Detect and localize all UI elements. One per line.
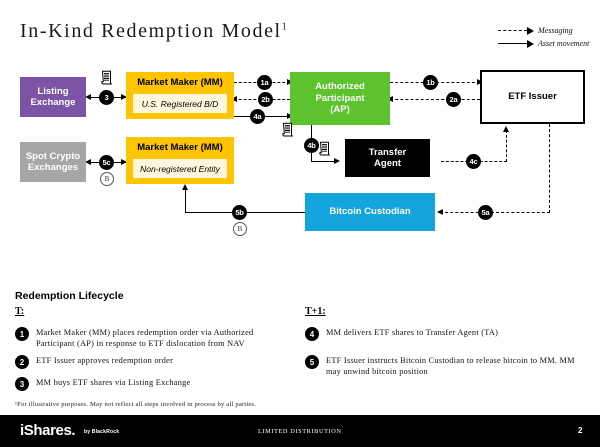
node-market-maker-nonregistered-subtitle: Non-registered Entity xyxy=(140,163,220,174)
connector-3-arrow-left xyxy=(85,93,91,100)
node-market-maker-bd-subtitle-box: U.S. Registered B/D xyxy=(133,94,227,113)
legend: Messaging Asset movement xyxy=(498,24,598,50)
legend-item-messaging: Messaging xyxy=(498,24,598,37)
lifecycle-step-5-number: 5 xyxy=(305,355,319,369)
badge-4a[interactable]: 4a xyxy=(250,109,265,124)
bitcoin-symbol-icon-5c: B xyxy=(100,172,114,186)
lifecycle-step-2-text: ETF Issuer approves redemption order xyxy=(36,356,174,365)
badge-2b[interactable]: 2b xyxy=(258,92,273,107)
badge-1a[interactable]: 1a xyxy=(257,75,272,90)
badge-1b[interactable]: 1b xyxy=(423,75,438,90)
badge-2a[interactable]: 2a xyxy=(446,92,461,107)
badge-5a[interactable]: 5a xyxy=(478,205,493,220)
connector-4c-vline xyxy=(506,130,507,162)
badge-4b[interactable]: 4b xyxy=(304,138,319,153)
connector-2b-arrow xyxy=(231,95,237,102)
limited-distribution-label: LIMITED DISTRIBUTION xyxy=(258,428,342,435)
footnote: ¹For illustrative purposes. May not refl… xyxy=(15,401,257,408)
lifecycle-step-3-number: 3 xyxy=(15,377,29,391)
page-title: In-Kind Redemption Model1 xyxy=(20,20,287,43)
lifecycle-step-2-number: 2 xyxy=(15,355,29,369)
dashed-arrow-icon xyxy=(498,26,534,35)
connector-2a-line xyxy=(390,99,480,100)
node-market-maker-nonregistered-subtitle-box: Non-registered Entity xyxy=(133,159,227,178)
connector-4c-arrow xyxy=(502,126,509,132)
node-bitcoin-custodian[interactable]: Bitcoin Custodian xyxy=(305,193,435,231)
connector-4b-hline xyxy=(311,161,337,162)
document-icon-4b xyxy=(319,141,331,156)
solid-arrow-icon xyxy=(498,39,534,48)
connector-5c-arrow-right xyxy=(121,158,127,165)
lifecycle-heading: Redemption Lifecycle xyxy=(15,290,124,302)
lifecycle-step-4-number: 4 xyxy=(305,327,319,341)
connector-2a-arrow xyxy=(387,95,393,102)
lifecycle-step-4: 4 MM delivers ETF shares to Transfer Age… xyxy=(305,327,585,341)
node-etf-issuer-label: ETF Issuer xyxy=(508,91,557,103)
connector-5a-arrow xyxy=(437,208,443,215)
lifecycle-step-3: 3 MM buys ETF shares via Listing Exchang… xyxy=(15,377,290,391)
badge-3[interactable]: 3 xyxy=(99,90,114,105)
ishares-logo-dot: . xyxy=(71,422,76,439)
node-market-maker-nonregistered[interactable]: Market Maker (MM) Non-registered Entity xyxy=(126,137,234,184)
ishares-logo-text: iShares xyxy=(20,422,72,439)
lifecycle-step-1: 1 Market Maker (MM) places redemption or… xyxy=(15,327,290,349)
bitcoin-symbol-icon-5b: B xyxy=(233,222,247,236)
lifecycle-step-3-text: MM buys ETF shares via Listing Exchange xyxy=(36,378,191,387)
document-icon-4a xyxy=(282,122,294,137)
badge-4c[interactable]: 4c xyxy=(466,154,481,169)
legend-label-asset-movement: Asset movement xyxy=(538,39,590,48)
badge-5c[interactable]: 5c xyxy=(99,155,114,170)
page-title-text: In-Kind Redemption Model xyxy=(20,20,282,42)
lifecycle-step-2: 2 ETF Issuer approves redemption order xyxy=(15,355,290,369)
connector-5b-arrow xyxy=(181,184,188,190)
node-market-maker-bd-title: Market Maker (MM) xyxy=(137,77,223,88)
lifecycle-step-4-text: MM delivers ETF shares to Transfer Agent… xyxy=(326,328,499,337)
lifecycle-column-header-t: T: xyxy=(15,306,25,317)
connector-5c-arrow-left xyxy=(85,158,91,165)
node-bitcoin-custodian-label: Bitcoin Custodian xyxy=(329,206,411,218)
lifecycle-step-5: 5 ETF Issuer instructs Bitcoin Custodian… xyxy=(305,355,585,377)
document-icon-3 xyxy=(101,70,113,85)
footer-bar xyxy=(0,415,600,447)
lifecycle-column-header-t1: T+1: xyxy=(305,306,326,317)
badge-5b[interactable]: 5b xyxy=(232,205,247,220)
title-footnote-marker: 1 xyxy=(281,21,287,33)
lifecycle-step-1-text: Market Maker (MM) places redemption orde… xyxy=(36,328,254,348)
connector-5a-hline xyxy=(440,212,550,213)
page-number: 2 xyxy=(578,426,583,435)
node-market-maker-nonregistered-title: Market Maker (MM) xyxy=(137,142,223,153)
lifecycle-step-5-text: ETF Issuer instructs Bitcoin Custodian t… xyxy=(326,356,575,376)
node-etf-issuer[interactable]: ETF Issuer xyxy=(480,70,585,124)
legend-item-asset-movement: Asset movement xyxy=(498,37,598,50)
connector-5a-vline xyxy=(549,124,550,213)
node-market-maker-bd-subtitle: U.S. Registered B/D xyxy=(141,98,219,109)
legend-label-messaging: Messaging xyxy=(538,26,573,35)
connector-4b-arrow xyxy=(334,157,340,164)
by-blackrock-label: by BlackRock xyxy=(84,429,120,435)
node-market-maker-bd[interactable]: Market Maker (MM) U.S. Registered B/D xyxy=(126,72,234,119)
connector-5b-vline xyxy=(185,188,186,213)
connector-3-arrow-right xyxy=(121,93,127,100)
lifecycle-step-1-number: 1 xyxy=(15,327,29,341)
ishares-logo: iShares. xyxy=(20,422,76,439)
